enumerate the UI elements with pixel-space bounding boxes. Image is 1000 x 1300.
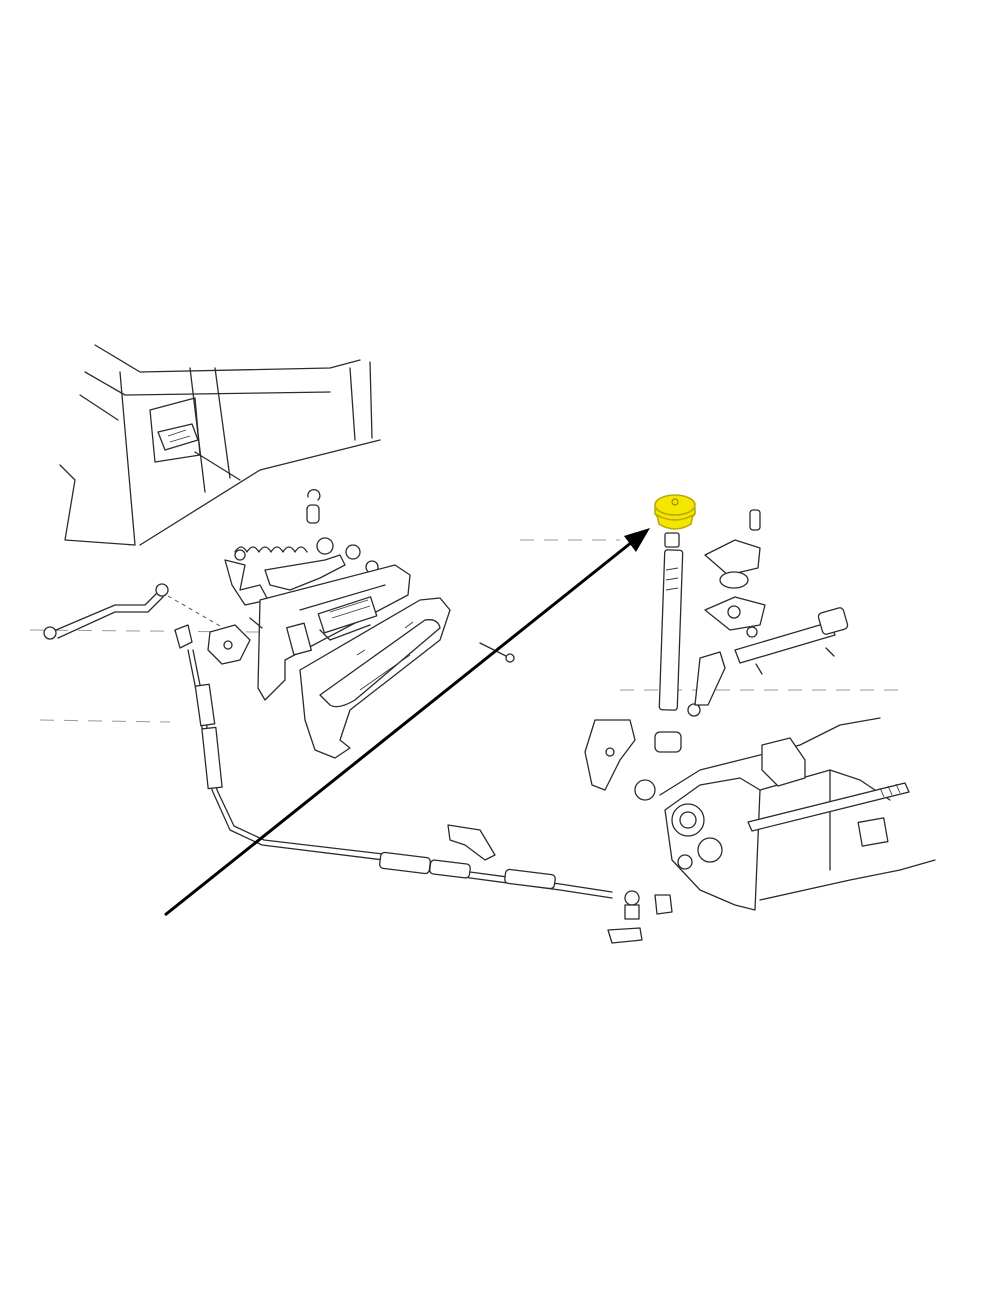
vehicle-cabin-context bbox=[59, 344, 381, 546]
background-guide-lines bbox=[29, 539, 900, 723]
gear-shift-linkage bbox=[584, 509, 849, 801]
pointer-arrow bbox=[164, 528, 650, 917]
gearbox-housing bbox=[659, 717, 936, 911]
linkage-rod-and-cable bbox=[43, 583, 673, 944]
shift-knob-highlight[interactable] bbox=[654, 494, 696, 530]
handbrake-lever-assembly bbox=[224, 489, 515, 759]
